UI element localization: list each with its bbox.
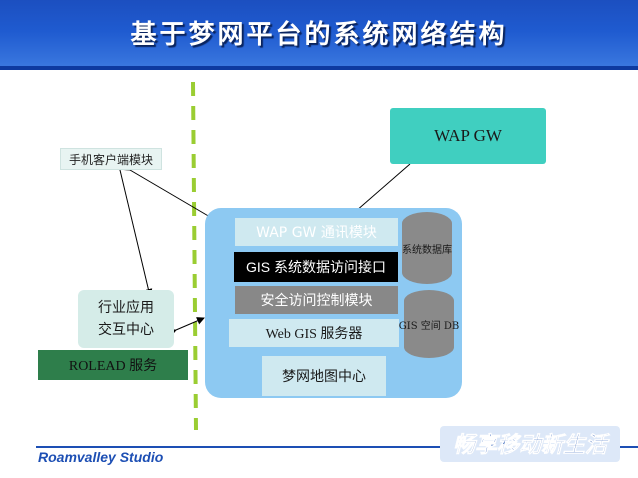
- wap-gateway: WAP GW: [390, 108, 546, 164]
- webgis-server: Web GIS 服务器: [229, 319, 399, 347]
- gis-data-access-interface: GIS 系统数据访问接口: [234, 252, 398, 282]
- title-banner: [0, 0, 638, 70]
- system-database-icon: 系统数据库: [402, 212, 452, 284]
- gis-spatial-database-icon: GIS 空间 DB: [399, 290, 459, 358]
- map-center: 梦网地图中心: [262, 356, 386, 396]
- arrow-client-industry: [114, 162, 153, 297]
- network-boundary-line: [191, 81, 198, 431]
- slogan-logo: 畅享移动新生活: [440, 426, 620, 462]
- system-database-label: 系统数据库: [402, 244, 452, 256]
- industry-label-line2: 交互中心: [98, 322, 154, 338]
- wap-comm-module: WAP GW 通讯模块: [235, 218, 398, 246]
- footer-divider: [36, 446, 638, 448]
- gis-database-label: GIS 空间 DB: [398, 320, 460, 332]
- mobile-client-module: 手机客户端模块: [60, 148, 162, 170]
- arrow-industry-webgis: [167, 317, 205, 337]
- industry-label-line1: 行业应用: [98, 300, 154, 316]
- studio-name: Roamvalley Studio: [38, 449, 164, 465]
- industry-interaction-center: 行业应用 交互中心: [78, 290, 174, 348]
- slide-title: 基于梦网平台的系统网络结构: [130, 20, 508, 50]
- slogan-text: 畅享移动新生活: [453, 432, 611, 458]
- security-control-module: 安全访问控制模块: [235, 286, 398, 314]
- rolead-service: ROLEAD 服务: [38, 350, 188, 380]
